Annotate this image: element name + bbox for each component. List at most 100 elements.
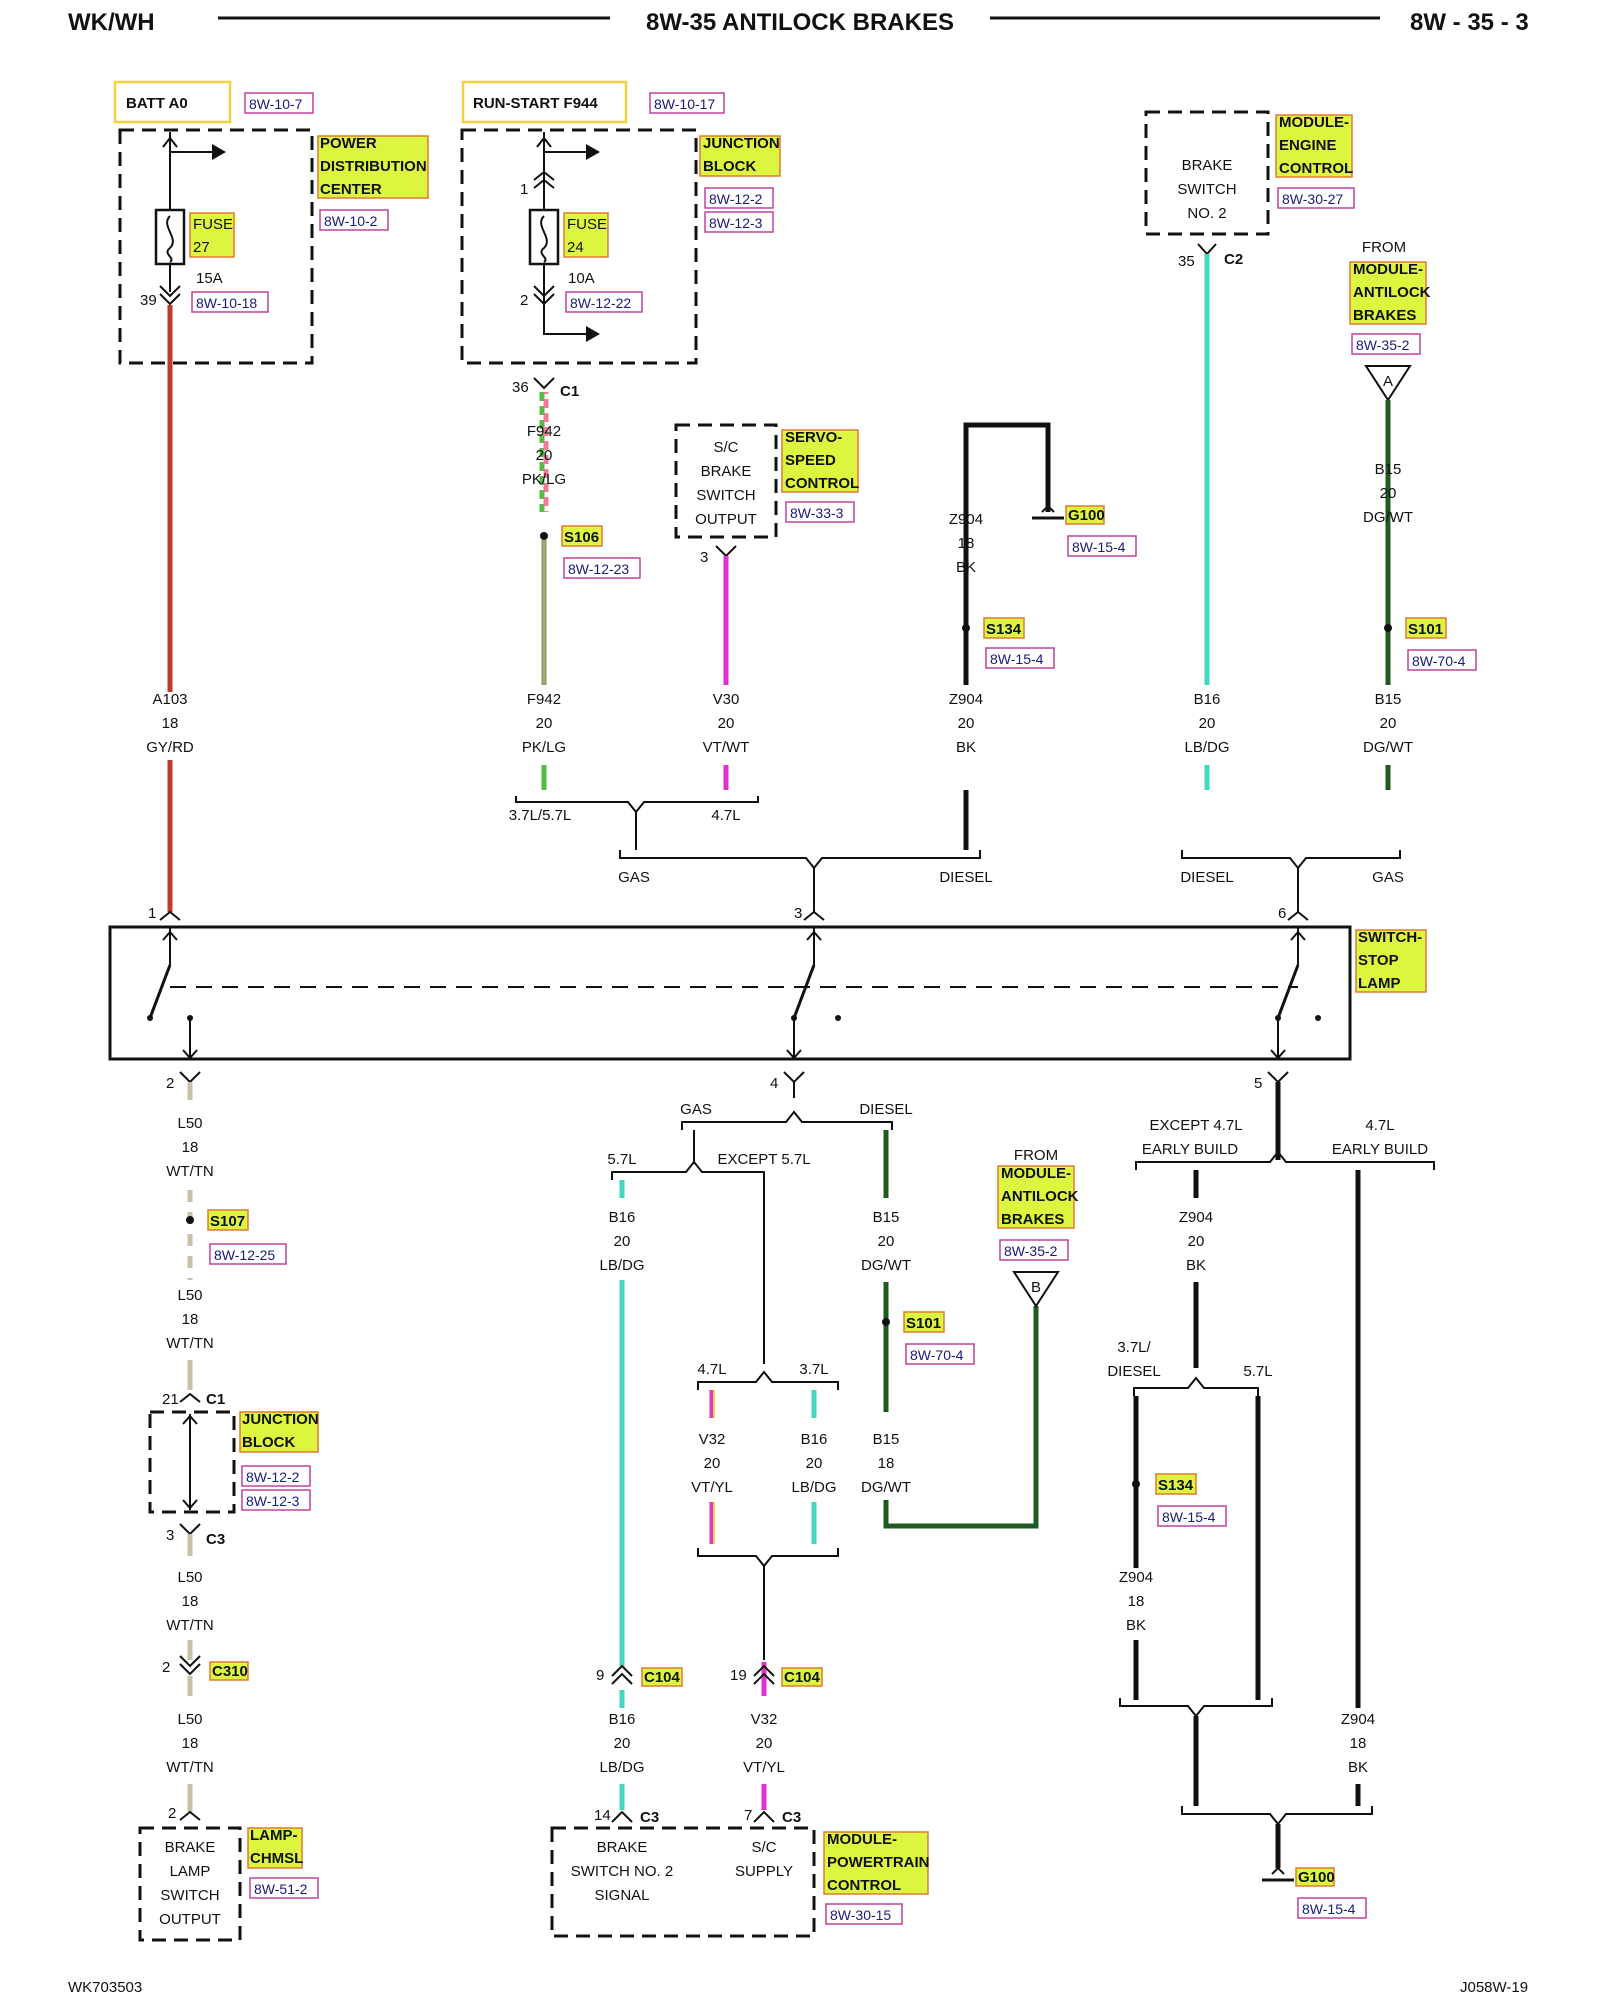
- brake-lamp-1: BRAKE: [165, 1839, 216, 1856]
- b15-top-color: DG/WT: [1363, 509, 1413, 526]
- b16-low2-id: B16: [801, 1431, 828, 1448]
- l50-c-color: WT/TN: [166, 1617, 213, 1634]
- mod-abs-a-1: MODULE-: [1353, 261, 1423, 278]
- b16-low-id: B16: [609, 1209, 636, 1226]
- c1-label-b: C1: [206, 1391, 225, 1408]
- b16-mid-color: LB/DG: [1184, 739, 1229, 756]
- a103-gauge: 18: [162, 715, 179, 732]
- b15-top-id: B15: [1375, 461, 1402, 478]
- batt-a0-box: [113, 80, 232, 124]
- arrow-right-icon: [212, 144, 226, 160]
- ref-box: [999, 1239, 1069, 1261]
- v30-id: V30: [713, 691, 740, 708]
- pin-3-c3: 3: [166, 1527, 174, 1544]
- jb-b-label-2: BLOCK: [242, 1434, 295, 1451]
- pin-21: 21: [162, 1391, 179, 1408]
- s134-label-b: S134: [1158, 1477, 1194, 1494]
- ref-box: [1067, 535, 1137, 557]
- opt-diesel-r: DIESEL: [1180, 869, 1233, 886]
- f942-mid-id: F942: [527, 691, 561, 708]
- splice-dot: [882, 1318, 890, 1326]
- ref-box: [249, 1877, 319, 1899]
- switch-contact-2-icon: [792, 964, 816, 1019]
- b16-low2-gauge: 20: [806, 1455, 823, 1472]
- mod-abs-b-1: MODULE-: [1001, 1165, 1071, 1182]
- sw-pin-3: 3: [794, 905, 802, 922]
- servo-highlight: [781, 429, 859, 493]
- option-bracket: [1181, 1806, 1373, 1826]
- ref-box: [1277, 187, 1355, 209]
- ref-8w-51-2: 8W-51-2: [254, 1881, 308, 1897]
- l50-c-id: L50: [177, 1569, 202, 1586]
- sw-pin-4: 4: [770, 1075, 778, 1092]
- opt-diesel: DIESEL: [939, 869, 992, 886]
- arrow-up-icon: [536, 136, 552, 148]
- ref-box: [704, 211, 774, 233]
- b15-low-id: B15: [873, 1209, 900, 1226]
- b15-mid-gauge: 20: [1380, 715, 1397, 732]
- brake-lamp-4: OUTPUT: [159, 1911, 221, 1928]
- sc-brake-switch-box: [674, 423, 778, 539]
- b16-bot-id: B16: [609, 1711, 636, 1728]
- opt-37-57: 3.7L/5.7L: [509, 807, 572, 824]
- ref-box: [241, 1465, 311, 1487]
- switch-stop-lamp-box: [108, 925, 1352, 1061]
- jb-label-1: JUNCTION: [703, 135, 780, 152]
- s134-highlight: [983, 617, 1025, 639]
- pdc-label-3: CENTER: [320, 181, 382, 198]
- s107-label: S107: [210, 1213, 245, 1230]
- mod-pcm-1: MODULE-: [827, 1831, 897, 1848]
- option-bracket: [697, 1370, 839, 1390]
- splice-dot: [186, 1216, 194, 1224]
- label-bg: [1358, 692, 1418, 760]
- ref-box: [1351, 333, 1421, 355]
- z904-r3-gauge: 18: [1350, 1735, 1367, 1752]
- fuse-24-number: 24: [567, 239, 584, 256]
- offpage-connector-b-icon: [1012, 1271, 1060, 1308]
- connector-chevron-icon: [753, 1810, 775, 1823]
- c3-label-b: C3: [782, 1809, 801, 1826]
- connector-chevron-icon: [179, 1392, 201, 1403]
- label-bg: [936, 692, 996, 760]
- a103-color: GY/RD: [146, 739, 194, 756]
- jb-b-label-1: JUNCTION: [242, 1411, 319, 1428]
- opt-gas-r: GAS: [1372, 869, 1404, 886]
- opt-diesel-mid: DIESEL: [859, 1101, 912, 1118]
- arrow-down-icon: [786, 1049, 802, 1060]
- option-bracket: [681, 1110, 893, 1130]
- s134-highlight-b: [1155, 1473, 1197, 1495]
- header-page: 8W - 35 - 3: [1410, 9, 1529, 36]
- splice-dot: [540, 532, 548, 540]
- brake-lamp-3: SWITCH: [160, 1887, 219, 1904]
- label-bg: [1177, 692, 1237, 760]
- mod-pcm-highlight: [823, 1831, 929, 1895]
- ref-box: [319, 209, 389, 231]
- l50-a-color: WT/TN: [166, 1163, 213, 1180]
- arrow-right-icon: [586, 326, 600, 342]
- f942-mid-color: PK/LG: [522, 739, 566, 756]
- ground-arrow-icon: [1271, 1866, 1285, 1875]
- mod-abs-a-3: BRAKES: [1353, 307, 1416, 324]
- switch-stop-highlight: [1355, 929, 1427, 993]
- connector-chevron-icon: [715, 545, 737, 558]
- l50-a-id: L50: [177, 1115, 202, 1132]
- v32-bot-id: V32: [751, 1711, 778, 1728]
- v32-color: VT/YL: [691, 1479, 733, 1496]
- wire-b15-to-abs: [883, 1306, 1039, 1529]
- v32-gauge: 20: [704, 1455, 721, 1472]
- f942-mid-gauge: 20: [536, 715, 553, 732]
- lamp-chmsl-2: CHMSL: [250, 1850, 303, 1867]
- label-bg: [696, 692, 756, 760]
- z904-r2-color: BK: [1126, 1617, 1146, 1634]
- b16-mid-gauge: 20: [1199, 715, 1216, 732]
- from-label-a: FROM: [1362, 239, 1406, 256]
- ref-8w-35-2-b: 8W-35-2: [1004, 1243, 1058, 1259]
- ref-8w-12-2-b: 8W-12-2: [246, 1469, 300, 1485]
- z904-r3-id: Z904: [1341, 1711, 1375, 1728]
- sc-brake-1: S/C: [713, 439, 738, 456]
- pin-39: 39: [140, 292, 157, 309]
- contact-dot: [147, 1015, 153, 1021]
- s101-highlight-b: [903, 1311, 945, 1333]
- ref-box: [244, 92, 314, 114]
- pin-9: 9: [596, 1667, 604, 1684]
